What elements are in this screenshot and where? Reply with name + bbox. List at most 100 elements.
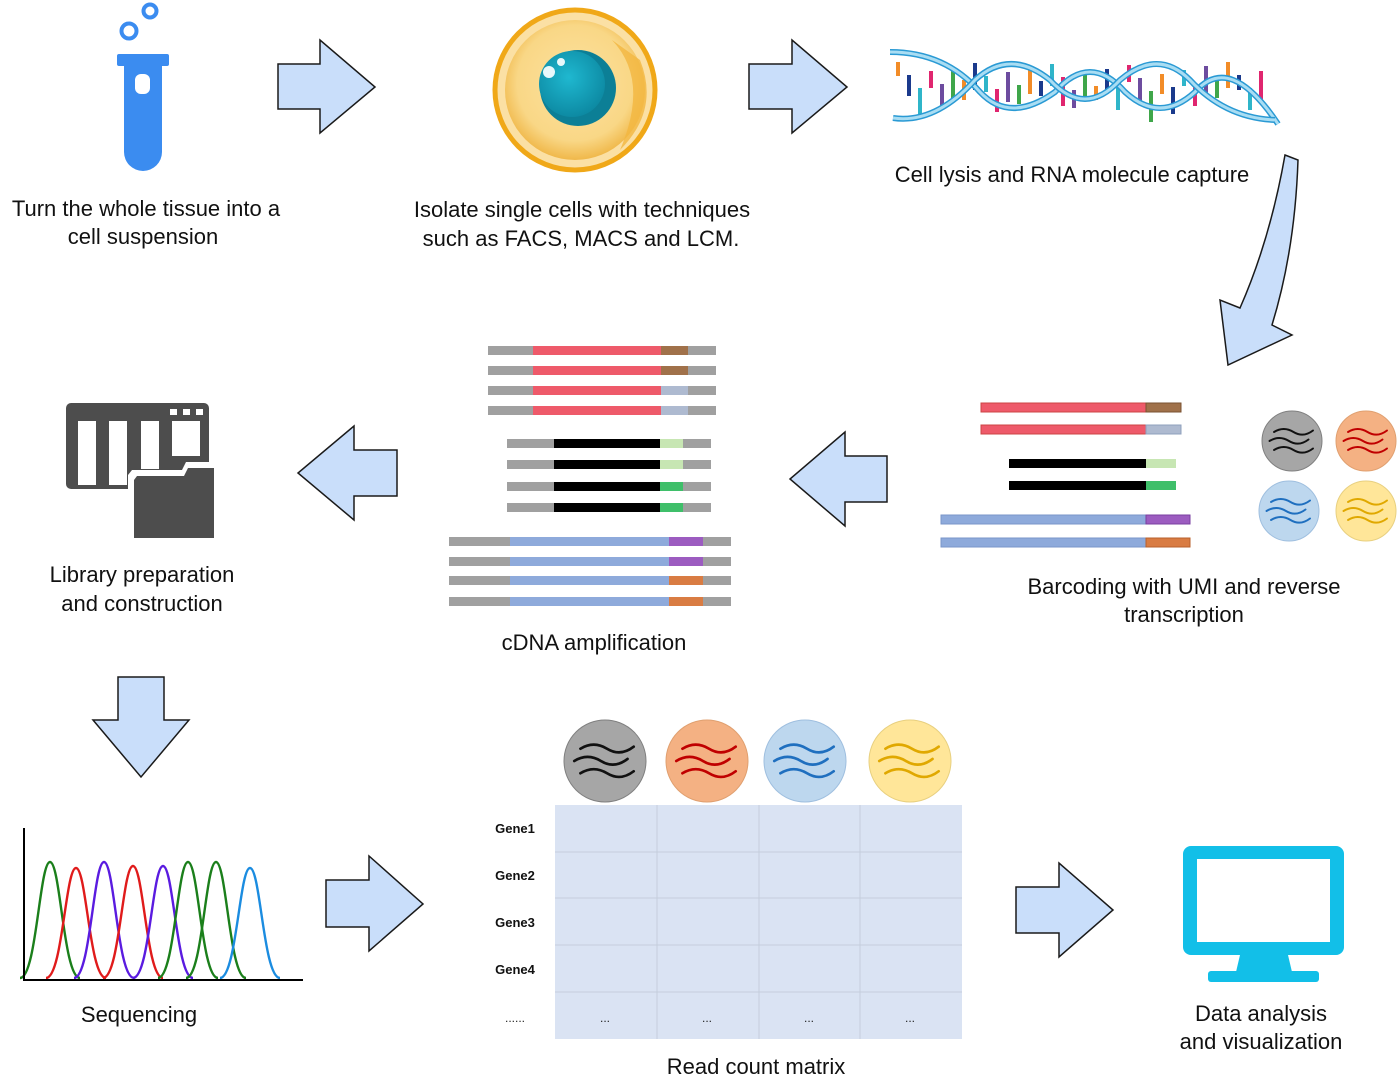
- strand-segment: [507, 482, 554, 491]
- transcript-squiggle: [1347, 428, 1388, 436]
- transcript-squiggle: [884, 743, 941, 754]
- strand-segment: [940, 537, 1147, 548]
- strand-segment: [669, 557, 703, 566]
- sequencing-chromatogram-icon: [19, 828, 303, 981]
- strand-segment: [1145, 424, 1182, 435]
- arrow-right-4: [1015, 861, 1115, 959]
- arrow-left-2: [788, 430, 888, 528]
- strand-segment: [510, 557, 669, 566]
- strand-segment: [533, 346, 661, 355]
- transcript-squiggle: [1268, 437, 1310, 445]
- strand-segment: [1145, 514, 1191, 525]
- read-count-matrix: Gene1 Gene2 Gene3 Gene4 ...... ... ... .…: [495, 805, 962, 1039]
- transcript-squiggle: [681, 767, 738, 779]
- chromatogram-peak: [219, 866, 281, 980]
- transcript-squiggle: [1342, 437, 1384, 445]
- transcript-squiggle: [877, 755, 934, 766]
- transcript-squiggle: [1273, 446, 1314, 454]
- cell-circle: [763, 719, 847, 803]
- strand-segment: [703, 597, 731, 606]
- step-barcoding-line2: transcription: [1124, 602, 1244, 627]
- step-analysis-line2: and visualization: [1180, 1029, 1343, 1054]
- chromatogram-peak: [73, 860, 135, 980]
- strand-segment: [510, 597, 669, 606]
- matrix-row-more: ......: [505, 1011, 525, 1025]
- transcript-squiggle: [1342, 507, 1384, 515]
- strand-segment: [683, 503, 711, 512]
- matrix-row-gene3: Gene3: [495, 915, 535, 930]
- step-matrix: Read count matrix: [667, 1054, 846, 1077]
- step-isolate-line2: such as FACS, MACS and LCM.: [423, 226, 740, 251]
- test-tube-icon: [117, 2, 169, 171]
- step-analysis-line1: Data analysis: [1195, 1001, 1327, 1026]
- strand-segment: [683, 460, 711, 469]
- chromatogram-peak: [157, 860, 219, 980]
- strand-segment: [688, 366, 716, 375]
- step-lysis: Cell lysis and RNA molecule capture: [895, 162, 1250, 187]
- barcoding-cells: [1258, 410, 1397, 542]
- cell-circle: [665, 719, 749, 803]
- transcript-squiggle: [1347, 498, 1388, 506]
- transcript-squiggle: [1270, 498, 1311, 506]
- step-cdna: cDNA amplification: [502, 630, 687, 655]
- arrow-curved-down: [1219, 153, 1299, 367]
- transcript-squiggle: [674, 755, 731, 766]
- chromatogram-peak: [45, 866, 107, 980]
- strand-segment: [660, 439, 683, 448]
- strand-segment: [661, 366, 688, 375]
- cell-circle: [1261, 410, 1323, 472]
- step-suspension-line1: Turn the whole tissue into a: [12, 196, 281, 221]
- transcript-squiggle: [1273, 428, 1314, 436]
- cell-circle: [1335, 480, 1397, 542]
- arrow-right-3: [325, 854, 425, 953]
- strand-segment: [703, 557, 731, 566]
- strand-segment: [683, 439, 711, 448]
- strand-segment: [507, 460, 554, 469]
- cell-circle: [1335, 410, 1397, 472]
- strand-segment: [669, 597, 703, 606]
- cell-circle: [563, 719, 647, 803]
- strand-segment: [510, 537, 669, 546]
- transcript-squiggle: [579, 743, 636, 754]
- strand-segment: [660, 503, 683, 512]
- strand-segment: [688, 386, 716, 395]
- strand-segment: [1009, 481, 1146, 490]
- strand-segment: [449, 537, 510, 546]
- strand-segment: [703, 537, 731, 546]
- strand-segment: [661, 346, 688, 355]
- arrow-right-2: [748, 38, 849, 135]
- arrow-left-1: [296, 424, 398, 522]
- strand-segment: [510, 576, 669, 585]
- chromatogram-peak: [102, 864, 164, 980]
- transcript-squiggle: [779, 743, 836, 754]
- transcript-squiggle: [1347, 516, 1388, 524]
- cell-icon: [492, 7, 658, 173]
- strand-segment: [449, 557, 510, 566]
- strand-segment: [1145, 402, 1182, 413]
- strand-segment: [940, 514, 1147, 525]
- step-sequencing: Sequencing: [81, 1002, 197, 1027]
- step-library-line2: and construction: [61, 591, 222, 616]
- transcript-squiggle: [572, 755, 629, 766]
- transcript-squiggle: [681, 743, 738, 754]
- transcript-squiggle: [1265, 507, 1307, 515]
- strand-segment: [488, 366, 533, 375]
- matrix-row-gene2: Gene2: [495, 868, 535, 883]
- strand-segment: [449, 576, 510, 585]
- strand-segment: [1146, 459, 1176, 468]
- matrix-row-gene1: Gene1: [495, 821, 535, 836]
- step-isolate-line1: Isolate single cells with techniques: [414, 197, 750, 222]
- dna-helix-icon: [889, 49, 1281, 126]
- strand-segment: [683, 482, 711, 491]
- cell-circle: [1258, 480, 1320, 542]
- matrix-cell-ellipsis: ...: [905, 1011, 915, 1025]
- strand-segment: [661, 386, 688, 395]
- strand-segment: [669, 537, 703, 546]
- strand-segment: [688, 346, 716, 355]
- transcript-squiggle: [1270, 516, 1311, 524]
- strand-segment: [980, 424, 1147, 435]
- strand-segment: [661, 406, 688, 415]
- strand-segment: [669, 576, 703, 585]
- transcript-squiggle: [772, 755, 829, 766]
- transcript-squiggle: [579, 767, 636, 779]
